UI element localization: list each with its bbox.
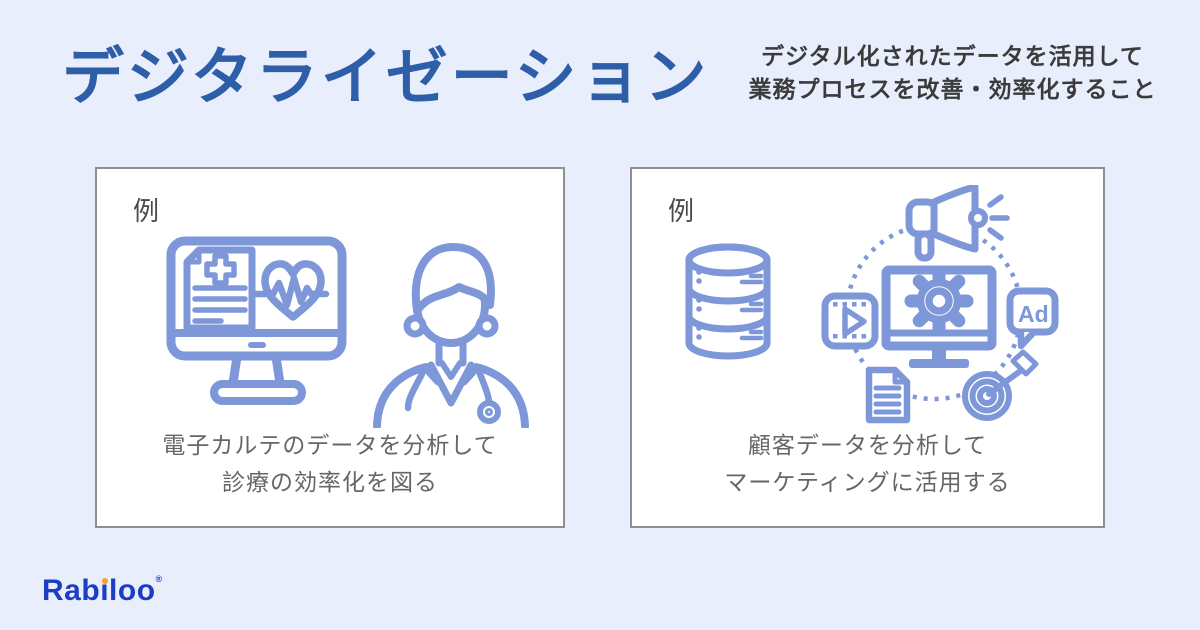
megaphone-icon	[905, 185, 1010, 262]
caption-line-1: 顧客データを分析して	[747, 432, 988, 458]
main-title: デジタライゼーション	[62, 43, 710, 112]
medical-illustration	[166, 236, 529, 428]
logo-registered-mark: ®	[155, 574, 163, 584]
marketing-illustration: Ad	[685, 185, 1059, 424]
subtitle-line-2: 業務プロセスを改善・効率化すること	[748, 76, 1157, 102]
subtitle: デジタル化されたデータを活用して 業務プロセスを改善・効率化すること	[730, 40, 1175, 106]
example-label: 例	[668, 196, 695, 226]
target-dart-icon	[962, 349, 1039, 421]
caption: 電子カルテのデータを分析して 診療の効率化を図る	[97, 427, 563, 501]
monitor-gear-icon	[881, 265, 997, 368]
ad-bubble-icon: Ad	[1006, 287, 1059, 350]
caption-line-1: 電子カルテのデータを分析して	[162, 432, 498, 458]
medical-record-monitor-icon	[166, 236, 347, 405]
doctor-icon	[373, 243, 529, 428]
caption: 顧客データを分析して マーケティングに活用する	[632, 427, 1103, 501]
logo-i-orange-dot: ı	[100, 574, 110, 607]
logo-text-left: Rab	[42, 574, 101, 607]
example-card-medical: 例	[95, 167, 565, 528]
rabiloo-logo: Rabıloo®	[42, 574, 163, 608]
logo-text-right: loo	[109, 574, 156, 607]
subtitle-line-1: デジタル化されたデータを活用して	[761, 43, 1144, 69]
database-icon	[685, 243, 771, 360]
ad-bubble-text: Ad	[1018, 301, 1049, 327]
example-card-marketing: 例	[630, 167, 1105, 528]
caption-line-2: マーケティングに活用する	[724, 469, 1011, 495]
video-player-icon	[821, 292, 879, 350]
example-label: 例	[133, 196, 160, 226]
caption-line-2: 診療の効率化を図る	[222, 469, 438, 495]
document-icon	[865, 366, 911, 424]
